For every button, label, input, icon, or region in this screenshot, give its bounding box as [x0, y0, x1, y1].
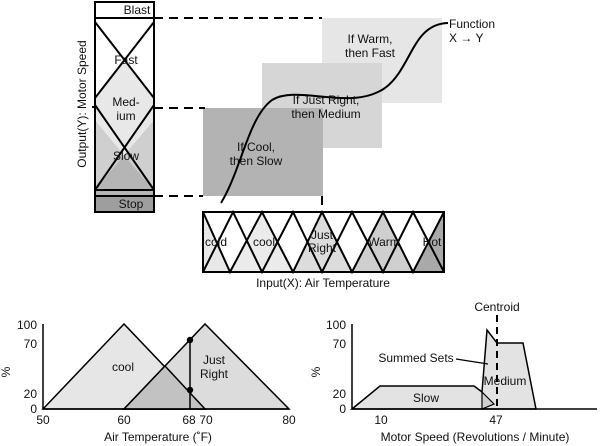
input-set-label-cool: cool	[253, 235, 275, 249]
left-label-cool: cool	[112, 360, 134, 374]
right-ytick-20: 20	[333, 387, 347, 401]
output-set-stop-tri	[95, 155, 154, 196]
input-set-label-hot: Hot	[423, 235, 442, 249]
left-marker-just-right	[186, 336, 194, 344]
left-ytick-0: 0	[30, 402, 37, 416]
input-set-label-just: Just	[311, 228, 334, 242]
output-set-label-medium-1: Med-	[112, 95, 139, 109]
left-label-right: Right	[200, 367, 229, 381]
input-set-label-right: Right	[308, 241, 337, 255]
left-xtick-60: 60	[117, 413, 131, 427]
left-xtick-80: 80	[282, 413, 296, 427]
left-chart	[41, 322, 291, 410]
left-xtick-68: 68	[182, 413, 196, 427]
left-ytick-20: 20	[24, 387, 38, 401]
left-ylabel: %	[0, 366, 13, 377]
right-summed-sets	[349, 328, 537, 410]
output-set-label-fast: Fast	[114, 53, 138, 67]
rule-just-right-line2: then Medium	[291, 107, 360, 121]
summed-sets-pointer	[455, 358, 489, 365]
right-chart	[349, 315, 597, 410]
output-set-slow-fill	[95, 120, 124, 190]
left-marker-cool	[186, 386, 194, 394]
output-set-slow-fill-r	[124, 120, 154, 190]
right-xtick-10: 10	[374, 413, 388, 427]
left-ytick-100: 100	[17, 318, 37, 332]
right-xtick-47: 47	[489, 413, 503, 427]
output-set-label-blast: Blast	[124, 3, 151, 17]
rule-warm-line1: If Warm,	[348, 32, 393, 46]
output-axis-label: Output(Y): Motor Speed	[75, 40, 89, 167]
output-set-mid-fill	[95, 60, 154, 155]
left-xtick-50: 50	[36, 413, 50, 427]
rule-just-right-line1: If Just Right,	[293, 93, 360, 107]
input-axis-label: Input(X): Air Temperature	[256, 276, 390, 290]
output-set-label-slow: Slow	[113, 149, 139, 163]
right-label-medium: Medium	[484, 374, 527, 388]
right-ytick-70: 70	[333, 337, 347, 351]
output-set-label-stop: Stop	[119, 197, 144, 211]
output-set-label-medium-2: ium	[116, 109, 135, 123]
left-xlabel: Air Temperature (˚F)	[104, 430, 212, 444]
rule-cool-line2: then Slow	[230, 154, 283, 168]
right-label-summed-sets: Summed Sets	[378, 351, 453, 365]
right-xlabel: Motor Speed (Revolutions / Minute)	[381, 430, 570, 444]
left-label-just: Just	[203, 353, 226, 367]
rule-boxes	[203, 18, 442, 196]
right-slow-overlap	[481, 390, 496, 410]
right-ytick-0: 0	[339, 402, 346, 416]
right-label-slow: Slow	[413, 391, 439, 405]
function-label-line1: Function	[449, 17, 495, 31]
function-curve	[220, 22, 449, 204]
right-ylabel: %	[309, 366, 323, 377]
right-ytick-100: 100	[326, 318, 346, 332]
function-label-line2: X → Y	[449, 31, 483, 45]
rule-warm-line2: then Fast	[345, 46, 396, 60]
input-sets-panel	[202, 209, 445, 275]
left-ytick-70: 70	[24, 337, 38, 351]
rule-box-cool	[203, 108, 323, 196]
output-set-stop	[95, 196, 154, 212]
input-set-label-cold: cold	[205, 235, 227, 249]
output-sets-panel	[94, 1, 155, 213]
right-label-centroid: Centroid	[474, 300, 519, 314]
input-set-label-warm: Warm	[368, 235, 400, 249]
left-xtick-70: 70	[199, 413, 213, 427]
